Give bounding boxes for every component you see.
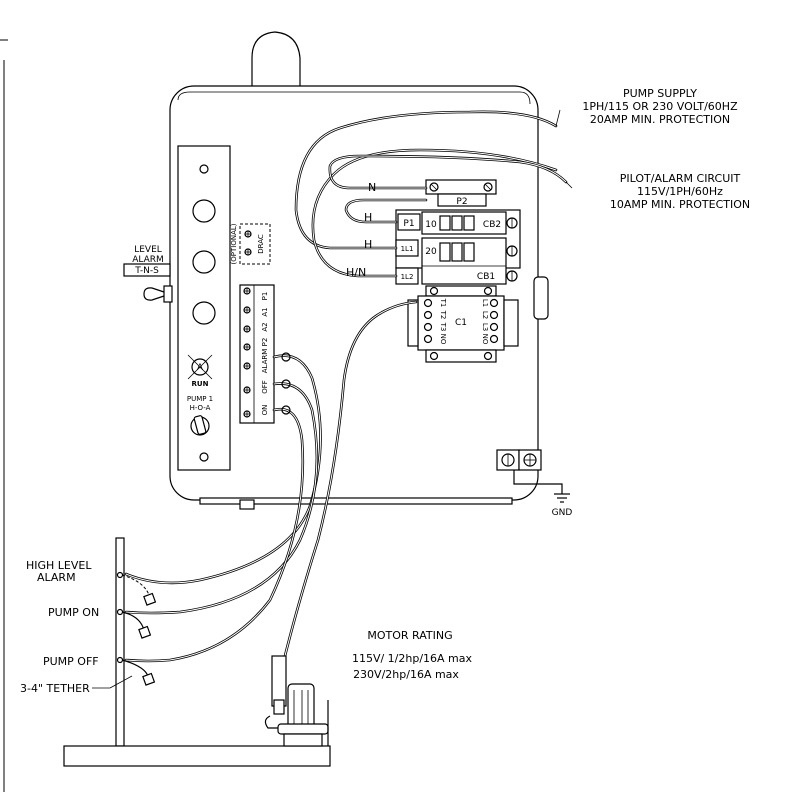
contactor-t2: T2 — [439, 310, 447, 320]
terminal-p2: P2 — [261, 338, 269, 347]
pilot-alarm-spec: 115V/1PH/60Hz — [637, 185, 723, 198]
alarm-lamp-label: A — [197, 363, 204, 373]
ground-lugs: GND — [496, 449, 573, 518]
l1-label: 1L1 — [401, 245, 414, 253]
enclosure-side-latch — [533, 276, 549, 320]
p2-label: P2 — [456, 197, 467, 207]
hoa-label-line2: H-O-A — [190, 404, 211, 412]
motor-rating-230v: 230V/2hp/16A max — [353, 668, 459, 681]
indicator-light-1 — [192, 199, 216, 223]
pump-supply-protection: 20AMP MIN. PROTECTION — [590, 113, 730, 126]
door-panel: A RUN PUMP 1 H-O-A — [177, 145, 231, 471]
enclosure-bottom-lip — [199, 497, 513, 505]
mounting-base — [63, 745, 331, 767]
pump-on-label: PUMP ON — [48, 606, 99, 619]
high-level-alarm-line1: HIGH LEVEL — [26, 559, 92, 572]
motor-rating-title: MOTOR RATING — [367, 629, 452, 642]
contactor-no-right: NO — [481, 334, 489, 345]
terminal-a1: A1 — [261, 307, 269, 316]
pump-supply-title: PUMP SUPPLY — [623, 87, 697, 100]
tns-label: T-N-S — [134, 266, 159, 276]
optional-drac: (OPTIONAL) DRAC — [230, 223, 271, 265]
terminal-a2: A2 — [261, 322, 269, 331]
alarm-lamp — [191, 358, 209, 376]
submersible-pump — [264, 655, 329, 747]
cb1-rating: 20 — [425, 247, 437, 257]
float-pump-on — [138, 625, 152, 639]
contactor-c1: T1 T2 T3 NO L1 L2 L3 NO C1 — [407, 285, 519, 363]
pump-off-label: PUMP OFF — [43, 655, 99, 668]
enclosure-bottom-tab — [239, 499, 255, 510]
contactor-l1: L1 — [481, 299, 489, 307]
terminal-p1: P1 — [261, 292, 269, 301]
door-panel-plate — [177, 145, 231, 471]
wire-label-n: N — [368, 181, 376, 194]
p2-terminal-block — [425, 179, 497, 195]
terminal-off: OFF — [261, 380, 269, 394]
cb1-label: CB1 — [477, 272, 495, 282]
terminal-screws — [243, 287, 251, 418]
run-label: RUN — [192, 380, 209, 388]
tether-label: 3-4" TETHER — [20, 682, 90, 695]
optional-label: (OPTIONAL) — [230, 223, 238, 264]
wire-label-h2: H — [364, 238, 372, 251]
contactor-no-left: NO — [439, 334, 447, 345]
hoa-label-line1: PUMP 1 — [187, 395, 213, 403]
p1-label: P1 — [403, 219, 414, 229]
terminal-on: ON — [261, 405, 269, 416]
contactor-l2: L2 — [481, 311, 489, 319]
pilot-alarm-title: PILOT/ALARM CIRCUIT — [620, 172, 741, 185]
cb2-rating: 10 — [425, 220, 437, 230]
enclosure-top-vent — [251, 31, 301, 89]
c1-label: C1 — [455, 318, 467, 328]
contactor-t3: T3 — [439, 322, 447, 332]
float-high-alarm — [143, 592, 157, 606]
contactor-l3: L3 — [481, 323, 489, 331]
float-pump-off — [142, 672, 156, 686]
wire-label-h1: H — [364, 211, 372, 224]
terminal-strip: P1 A1 A2 P2 ALARM OFF ON — [239, 284, 275, 424]
motor-rating-115v: 115V/ 1/2hp/16A max — [352, 652, 473, 665]
wiring — [124, 109, 573, 670]
pilot-alarm-protection: 10AMP MIN. PROTECTION — [610, 198, 750, 211]
indicator-light-3 — [192, 301, 216, 325]
high-level-alarm-line2: ALARM — [37, 571, 76, 584]
cb2-label: CB2 — [483, 220, 501, 230]
gnd-label: GND — [552, 508, 573, 518]
l2-label: 1L2 — [401, 273, 414, 281]
level-alarm-line2: ALARM — [132, 255, 164, 265]
terminal-alarm: ALARM — [261, 349, 269, 374]
indicator-light-2 — [192, 250, 216, 274]
wire-label-hn: H/N — [346, 266, 366, 279]
contactor-t1: T1 — [439, 298, 447, 308]
level-alarm-toggle — [143, 285, 173, 303]
float-pole — [63, 537, 331, 767]
breaker-block: P2 P1 10 CB2 1L1 20 CB1 1L2 — [395, 179, 521, 285]
drac-label: DRAC — [257, 234, 265, 254]
pump-supply-spec: 1PH/115 OR 230 VOLT/60HZ — [582, 100, 738, 113]
level-alarm-line1: LEVEL — [134, 245, 162, 255]
